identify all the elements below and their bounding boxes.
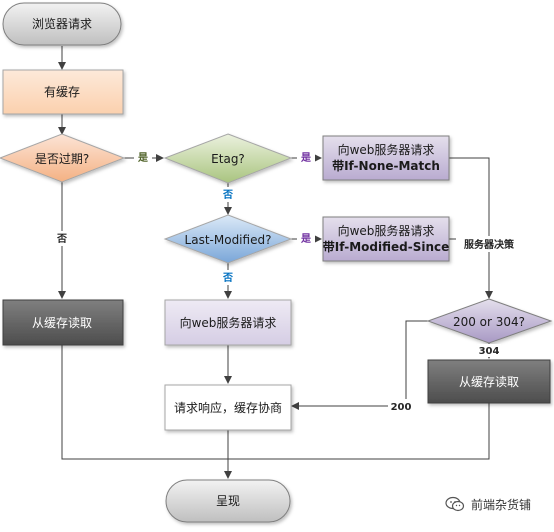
label-200: 200 — [391, 402, 412, 413]
negotiate-node: 请求响应，缓存协商 — [164, 384, 292, 431]
last-modified-label: Last-Modified? — [185, 233, 272, 247]
edge-readleft-to-present — [61, 345, 228, 460]
label-server-decides: 服务器决策 — [464, 238, 515, 251]
read-cache-right-node: 从缓存读取 — [427, 359, 551, 404]
read-cache-left-node: 从缓存读取 — [2, 299, 124, 346]
has-cache-label: 有缓存 — [44, 85, 80, 99]
edge-readright-to-present — [228, 403, 490, 460]
etag-decision: Etag? — [163, 133, 293, 184]
request-inm-line1: 向web服务器请求 — [338, 142, 435, 157]
label-no-expired: 否 — [56, 233, 67, 245]
request-inm-node: 向web服务器请求 带If-None-Match — [322, 135, 450, 181]
present-label: 呈现 — [216, 494, 240, 508]
label-no-etag: 否 — [222, 189, 233, 201]
watermark: 前端杂货铺 — [445, 494, 531, 514]
request-ims-line2: 带If-Modified-Since — [323, 239, 450, 254]
last-modified-decision: Last-Modified? — [163, 214, 293, 264]
request-inm-line2: 带If-None-Match — [332, 158, 440, 173]
read-cache-right-label: 从缓存读取 — [459, 375, 519, 389]
status-label: 200 or 304? — [453, 315, 525, 329]
read-cache-left-label: 从缓存读取 — [32, 316, 92, 330]
negotiate-label: 请求响应，缓存协商 — [174, 400, 282, 415]
label-yes-expired: 是 — [137, 152, 148, 164]
wechat-icon — [445, 496, 465, 512]
has-cache-node: 有缓存 — [2, 69, 124, 115]
label-304: 304 — [479, 346, 500, 357]
etag-label: Etag? — [211, 152, 245, 166]
label-yes-etag: 是 — [300, 152, 311, 164]
request-server-node: 向web服务器请求 — [164, 299, 292, 346]
status-decision: 200 or 304? — [426, 298, 553, 344]
edge-inm-to-status — [449, 157, 493, 299]
expired-label: 是否过期? — [35, 152, 89, 166]
start-node: 浏览器请求 — [2, 2, 122, 46]
expired-decision: 是否过期? — [0, 133, 126, 183]
edge-status-to-negotiate — [291, 320, 428, 410]
present-node: 呈现 — [165, 479, 291, 523]
request-ims-node: 向web服务器请求 带If-Modified-Since — [322, 216, 450, 262]
start-label: 浏览器请求 — [32, 16, 92, 31]
label-no-lastmod: 否 — [222, 272, 233, 284]
edge-labels: 是 是 否 是 否 否 服务器决策 304 200 — [53, 150, 522, 413]
label-yes-lastmod: 是 — [300, 233, 311, 245]
request-ims-line1: 向web服务器请求 — [338, 223, 435, 238]
request-server-label: 向web服务器请求 — [180, 315, 277, 330]
watermark-text: 前端杂货铺 — [471, 497, 532, 512]
